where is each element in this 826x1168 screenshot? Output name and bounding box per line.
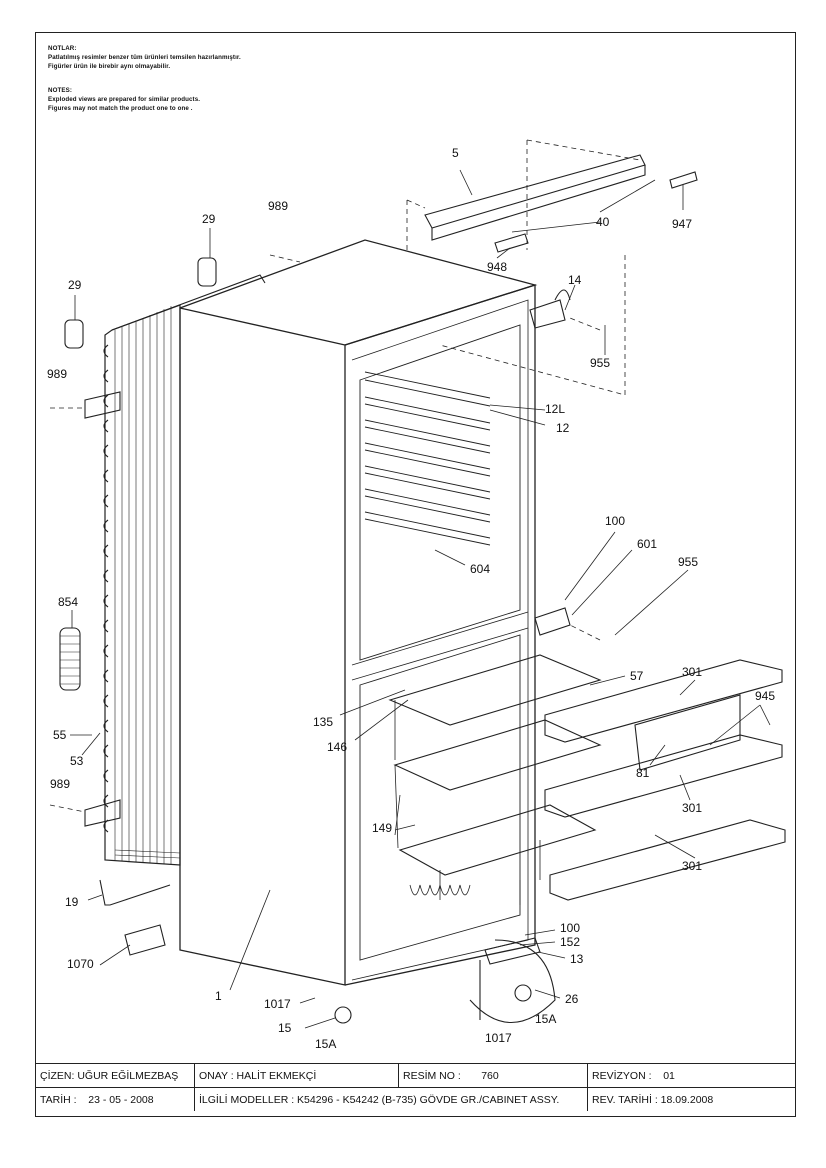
callout-label: 40 bbox=[596, 215, 610, 229]
rev-date: REV. TARİHİ : 18.09.2008 bbox=[587, 1087, 795, 1111]
callout-label: 989 bbox=[50, 777, 70, 791]
bracket-upper bbox=[84, 391, 121, 419]
callout-label: 29 bbox=[202, 212, 216, 226]
drawing-frame: NOTLAR: Patlatılmış resimler benzer tüm … bbox=[35, 32, 796, 1117]
notes-en-line1: Exploded views are prepared for similar … bbox=[48, 96, 201, 103]
callout-label: 12L bbox=[545, 402, 565, 416]
callout-label: 947 bbox=[672, 217, 692, 231]
condenser bbox=[103, 274, 266, 866]
callout-label: 135 bbox=[313, 715, 333, 729]
callout-label: 53 bbox=[70, 754, 84, 768]
drawing-no-label: RESİM NO : bbox=[403, 1069, 461, 1082]
callout-label: 955 bbox=[590, 356, 610, 370]
callout-label: 149 bbox=[372, 821, 392, 835]
drawing-no: 760 bbox=[481, 1069, 499, 1082]
related-models: İLGİLİ MODELLER : K54296 - K54242 (B-735… bbox=[194, 1087, 588, 1111]
callout-label: 301 bbox=[682, 801, 702, 815]
drawn-by: ÇİZEN: UĞUR EĞİLMEZBAŞ bbox=[36, 1063, 195, 1088]
callout-label: 100 bbox=[560, 921, 580, 935]
title-block: ÇİZEN: UĞUR EĞİLMEZBAŞ ONAY : HALİT EKME… bbox=[36, 1063, 795, 1111]
handle-parts bbox=[64, 257, 217, 349]
callout-label: 1017 bbox=[264, 997, 291, 1011]
callout-label: 948 bbox=[487, 260, 507, 274]
notes-tr-title: NOTLAR: bbox=[48, 45, 77, 52]
callout-label: 81 bbox=[636, 766, 650, 780]
callout-label: 152 bbox=[560, 935, 580, 949]
door-shelves bbox=[544, 659, 786, 901]
callout-label: 601 bbox=[637, 537, 657, 551]
callout-label: 5 bbox=[452, 146, 459, 160]
connector-1070 bbox=[124, 924, 166, 956]
revision: 01 bbox=[663, 1069, 675, 1082]
date: 23 - 05 - 2008 bbox=[88, 1093, 154, 1106]
callout-labels: 5 40 947 948 14 955 989 29 29 989 12L 12… bbox=[47, 146, 775, 1051]
notes-tr-line1: Patlatılmış resimler benzer tüm ürünleri… bbox=[48, 54, 241, 61]
cabinet-body bbox=[179, 239, 538, 986]
callout-label: 15A bbox=[315, 1037, 336, 1051]
spring-part bbox=[59, 627, 81, 691]
callout-label: 12 bbox=[556, 421, 570, 435]
callout-label: 945 bbox=[755, 689, 775, 703]
callout-label: 1017 bbox=[485, 1031, 512, 1045]
leader-lines bbox=[70, 169, 771, 1029]
date-label: TARİH : bbox=[40, 1093, 77, 1106]
date-cell: TARİH : 23 - 05 - 2008 bbox=[36, 1087, 195, 1111]
evaporator-shelves bbox=[388, 654, 602, 905]
callout-label: 1070 bbox=[67, 957, 94, 971]
callout-label: 955 bbox=[678, 555, 698, 569]
drawing-no-cell: RESİM NO : 760 bbox=[398, 1063, 588, 1088]
callout-label: 854 bbox=[58, 595, 78, 609]
callout-label: 13 bbox=[570, 952, 584, 966]
cable bbox=[99, 879, 171, 906]
assembly-lines bbox=[49, 139, 641, 813]
callout-label: 57 bbox=[630, 669, 644, 683]
callout-label: 1 bbox=[215, 989, 222, 1003]
hinges bbox=[334, 289, 571, 1024]
callout-label: 100 bbox=[605, 514, 625, 528]
notes-tr-line2: Figürler ürün ile birebir aynı olmayabil… bbox=[48, 63, 171, 70]
callout-label: 26 bbox=[565, 992, 579, 1006]
callout-label: 989 bbox=[268, 199, 288, 213]
callout-label: 29 bbox=[68, 278, 82, 292]
callout-label: 55 bbox=[53, 728, 67, 742]
callout-label: 15A bbox=[535, 1012, 556, 1026]
callout-label: 146 bbox=[327, 740, 347, 754]
revision-label: REVİZYON : bbox=[592, 1069, 652, 1082]
bracket-lower bbox=[84, 799, 121, 827]
callout-label: 15 bbox=[278, 1021, 292, 1035]
callout-label: 14 bbox=[568, 273, 582, 287]
approved-by: ONAY : HALİT EKMEKÇİ bbox=[194, 1063, 399, 1088]
callout-label: 989 bbox=[47, 367, 67, 381]
callout-label: 604 bbox=[470, 562, 490, 576]
notes-en-line2: Figures may not match the product one to… bbox=[48, 105, 193, 112]
fridge-shelves bbox=[364, 371, 491, 546]
callout-label: 301 bbox=[682, 859, 702, 873]
callout-label: 301 bbox=[682, 665, 702, 679]
callout-label: 19 bbox=[65, 895, 79, 909]
revision-cell: REVİZYON : 01 bbox=[587, 1063, 795, 1088]
top-frame-part bbox=[424, 154, 698, 253]
notes-en-title: NOTES: bbox=[48, 87, 72, 94]
